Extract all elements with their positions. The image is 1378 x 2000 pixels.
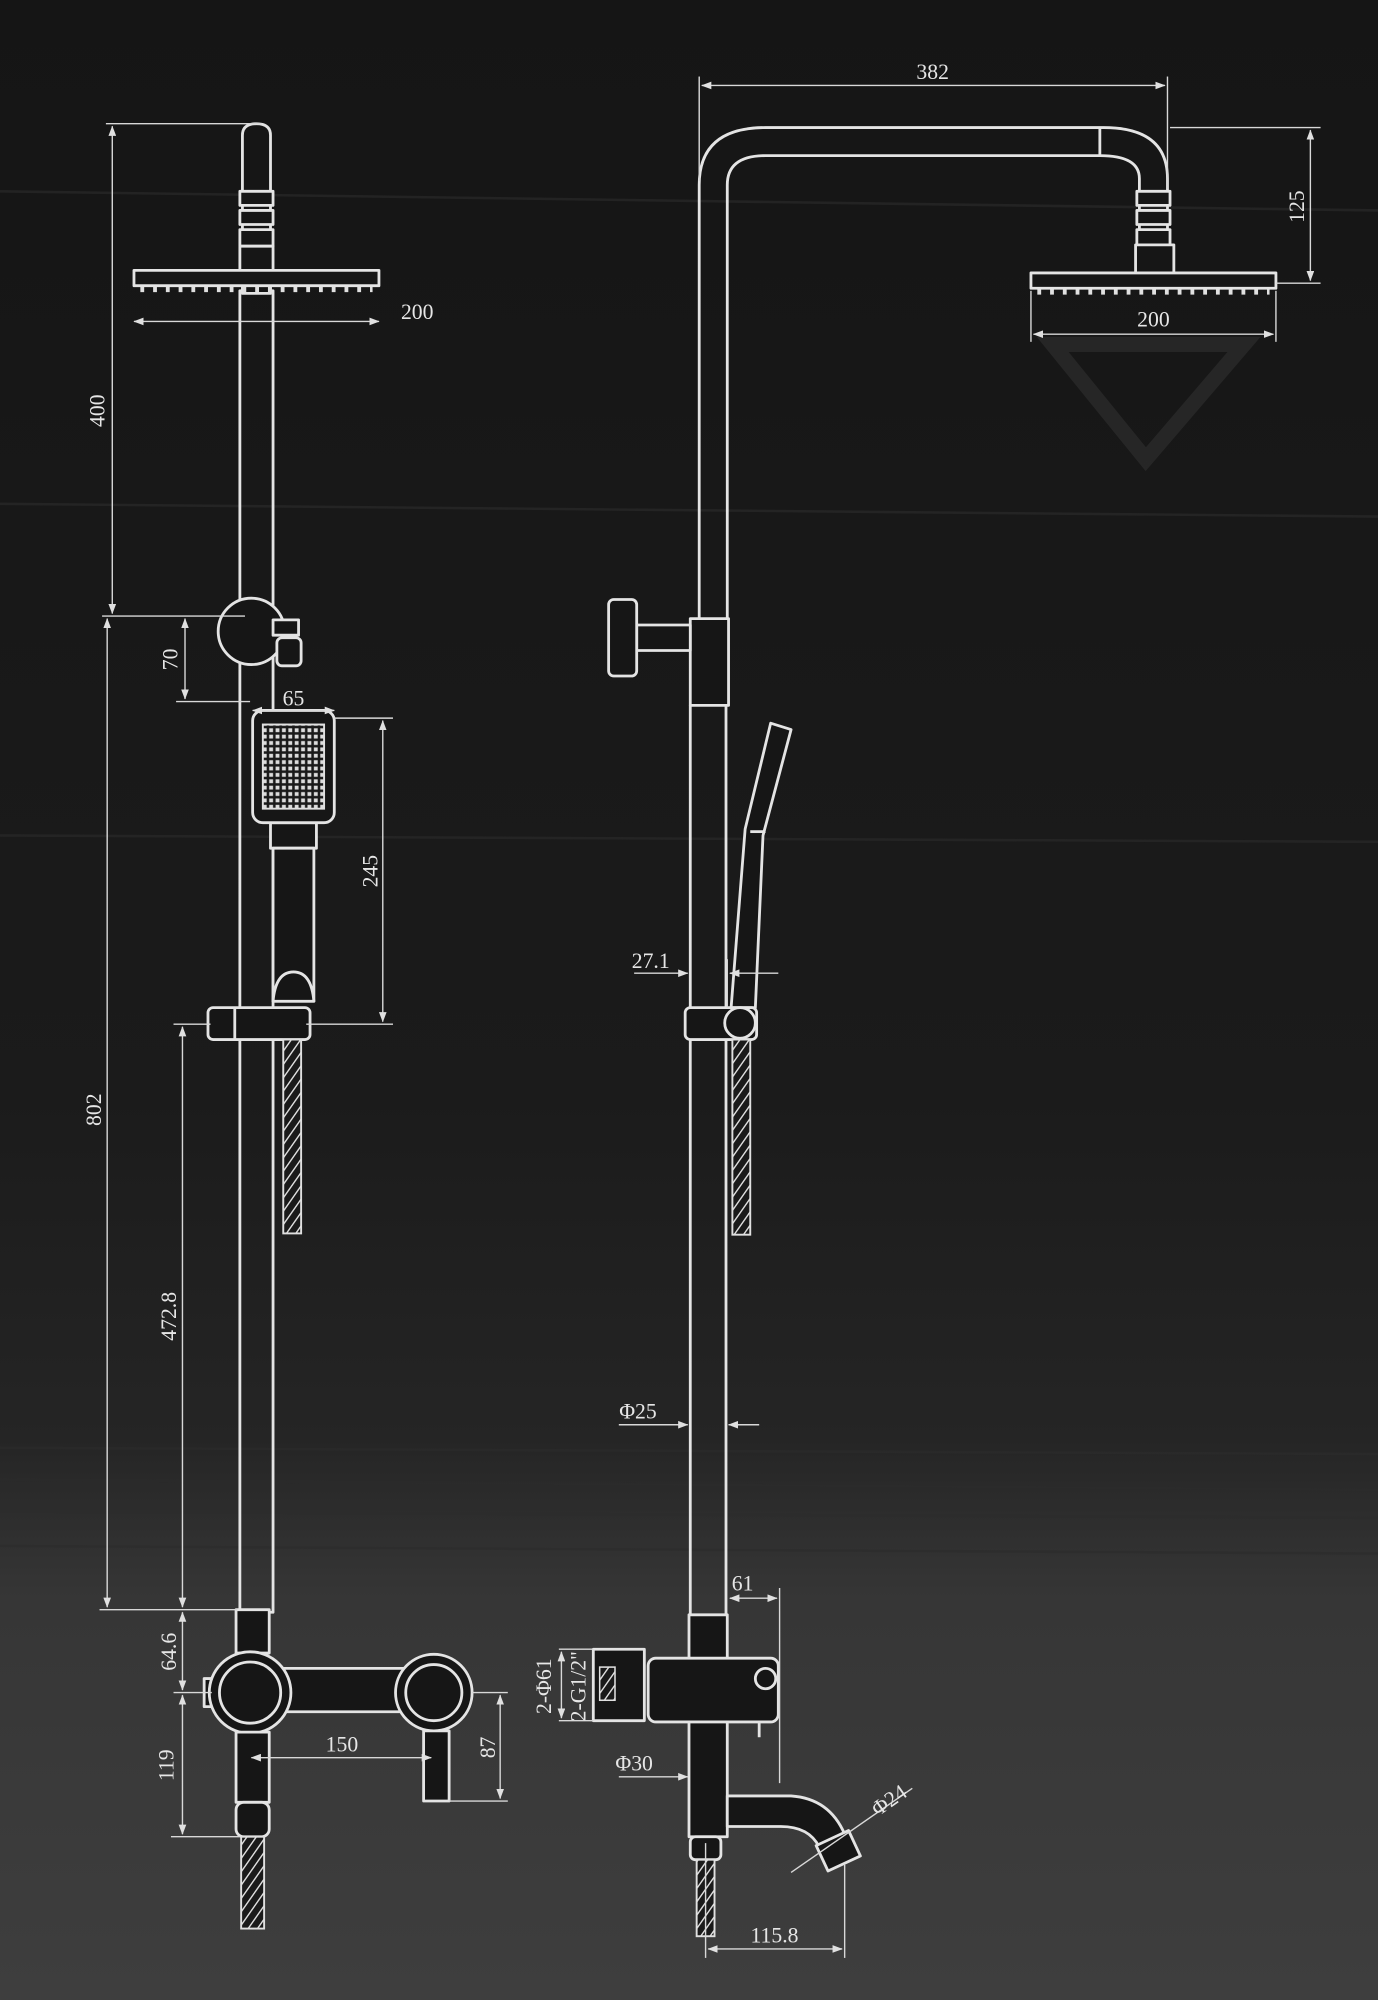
label-rail-height: 802 <box>82 1093 106 1126</box>
label-spout-reach: 115.8 <box>750 1924 798 1948</box>
side-shower-arm <box>697 126 1169 619</box>
front-hand-shower <box>251 709 336 1003</box>
label-arm-drop: 125 <box>1285 190 1309 223</box>
front-lower-hose <box>240 1835 266 1930</box>
label-pipe-diameter: Φ25 <box>619 1399 657 1423</box>
label-hand-length: 245 <box>359 855 383 888</box>
front-hand-shower-holder <box>206 1006 312 1041</box>
side-arm-connectors <box>1134 189 1176 275</box>
label-holder-offset: 27.1 <box>632 949 670 973</box>
front-view: 200 400 70 65 245 802 472.8 64.6 119 150… <box>82 122 508 1930</box>
side-mixer <box>591 1613 862 1938</box>
watermark-logo <box>1036 336 1261 472</box>
label-upper-height: 400 <box>86 394 110 427</box>
label-inlet-spacing: 150 <box>326 1732 359 1756</box>
front-slide-bracket <box>216 596 303 668</box>
label-front-head-width: 200 <box>401 300 434 324</box>
label-arm-reach: 382 <box>916 60 949 84</box>
label-bracket-offset: 70 <box>158 648 182 670</box>
label-inlet-depth: 87 <box>476 1736 500 1758</box>
label-body-diameter: Φ30 <box>615 1751 653 1775</box>
front-pipe-connectors <box>238 189 275 272</box>
label-mixer-depth: 61 <box>732 1572 754 1596</box>
label-inlet-thread: 2-G1/2" <box>567 1651 591 1721</box>
side-slide-bracket <box>607 598 730 707</box>
label-inlet-count-diameter: 2-Φ61 <box>532 1658 556 1714</box>
label-mixer-offset: 64.6 <box>157 1633 181 1671</box>
front-dimension-labels: 200 400 70 65 245 802 472.8 64.6 119 150… <box>82 300 500 1781</box>
label-side-head-width: 200 <box>1137 308 1170 332</box>
hand-shower-nozzle-grid <box>261 723 326 810</box>
front-shower-head <box>132 269 381 293</box>
label-hand-width: 65 <box>283 686 305 710</box>
front-dimension-lines <box>99 123 508 1838</box>
side-shower-head <box>1029 271 1278 295</box>
label-mixer-lower: 119 <box>155 1749 179 1781</box>
front-hose <box>282 1038 303 1235</box>
side-hand-shower-holder <box>683 1006 759 1041</box>
side-hose <box>731 1038 752 1236</box>
side-view: 382 125 200 27.1 Φ25 61 2-Φ61 2-G1/2" Φ3… <box>532 60 1321 1958</box>
label-holder-height: 472.8 <box>157 1292 181 1341</box>
side-dimension-lines <box>557 76 1321 1958</box>
